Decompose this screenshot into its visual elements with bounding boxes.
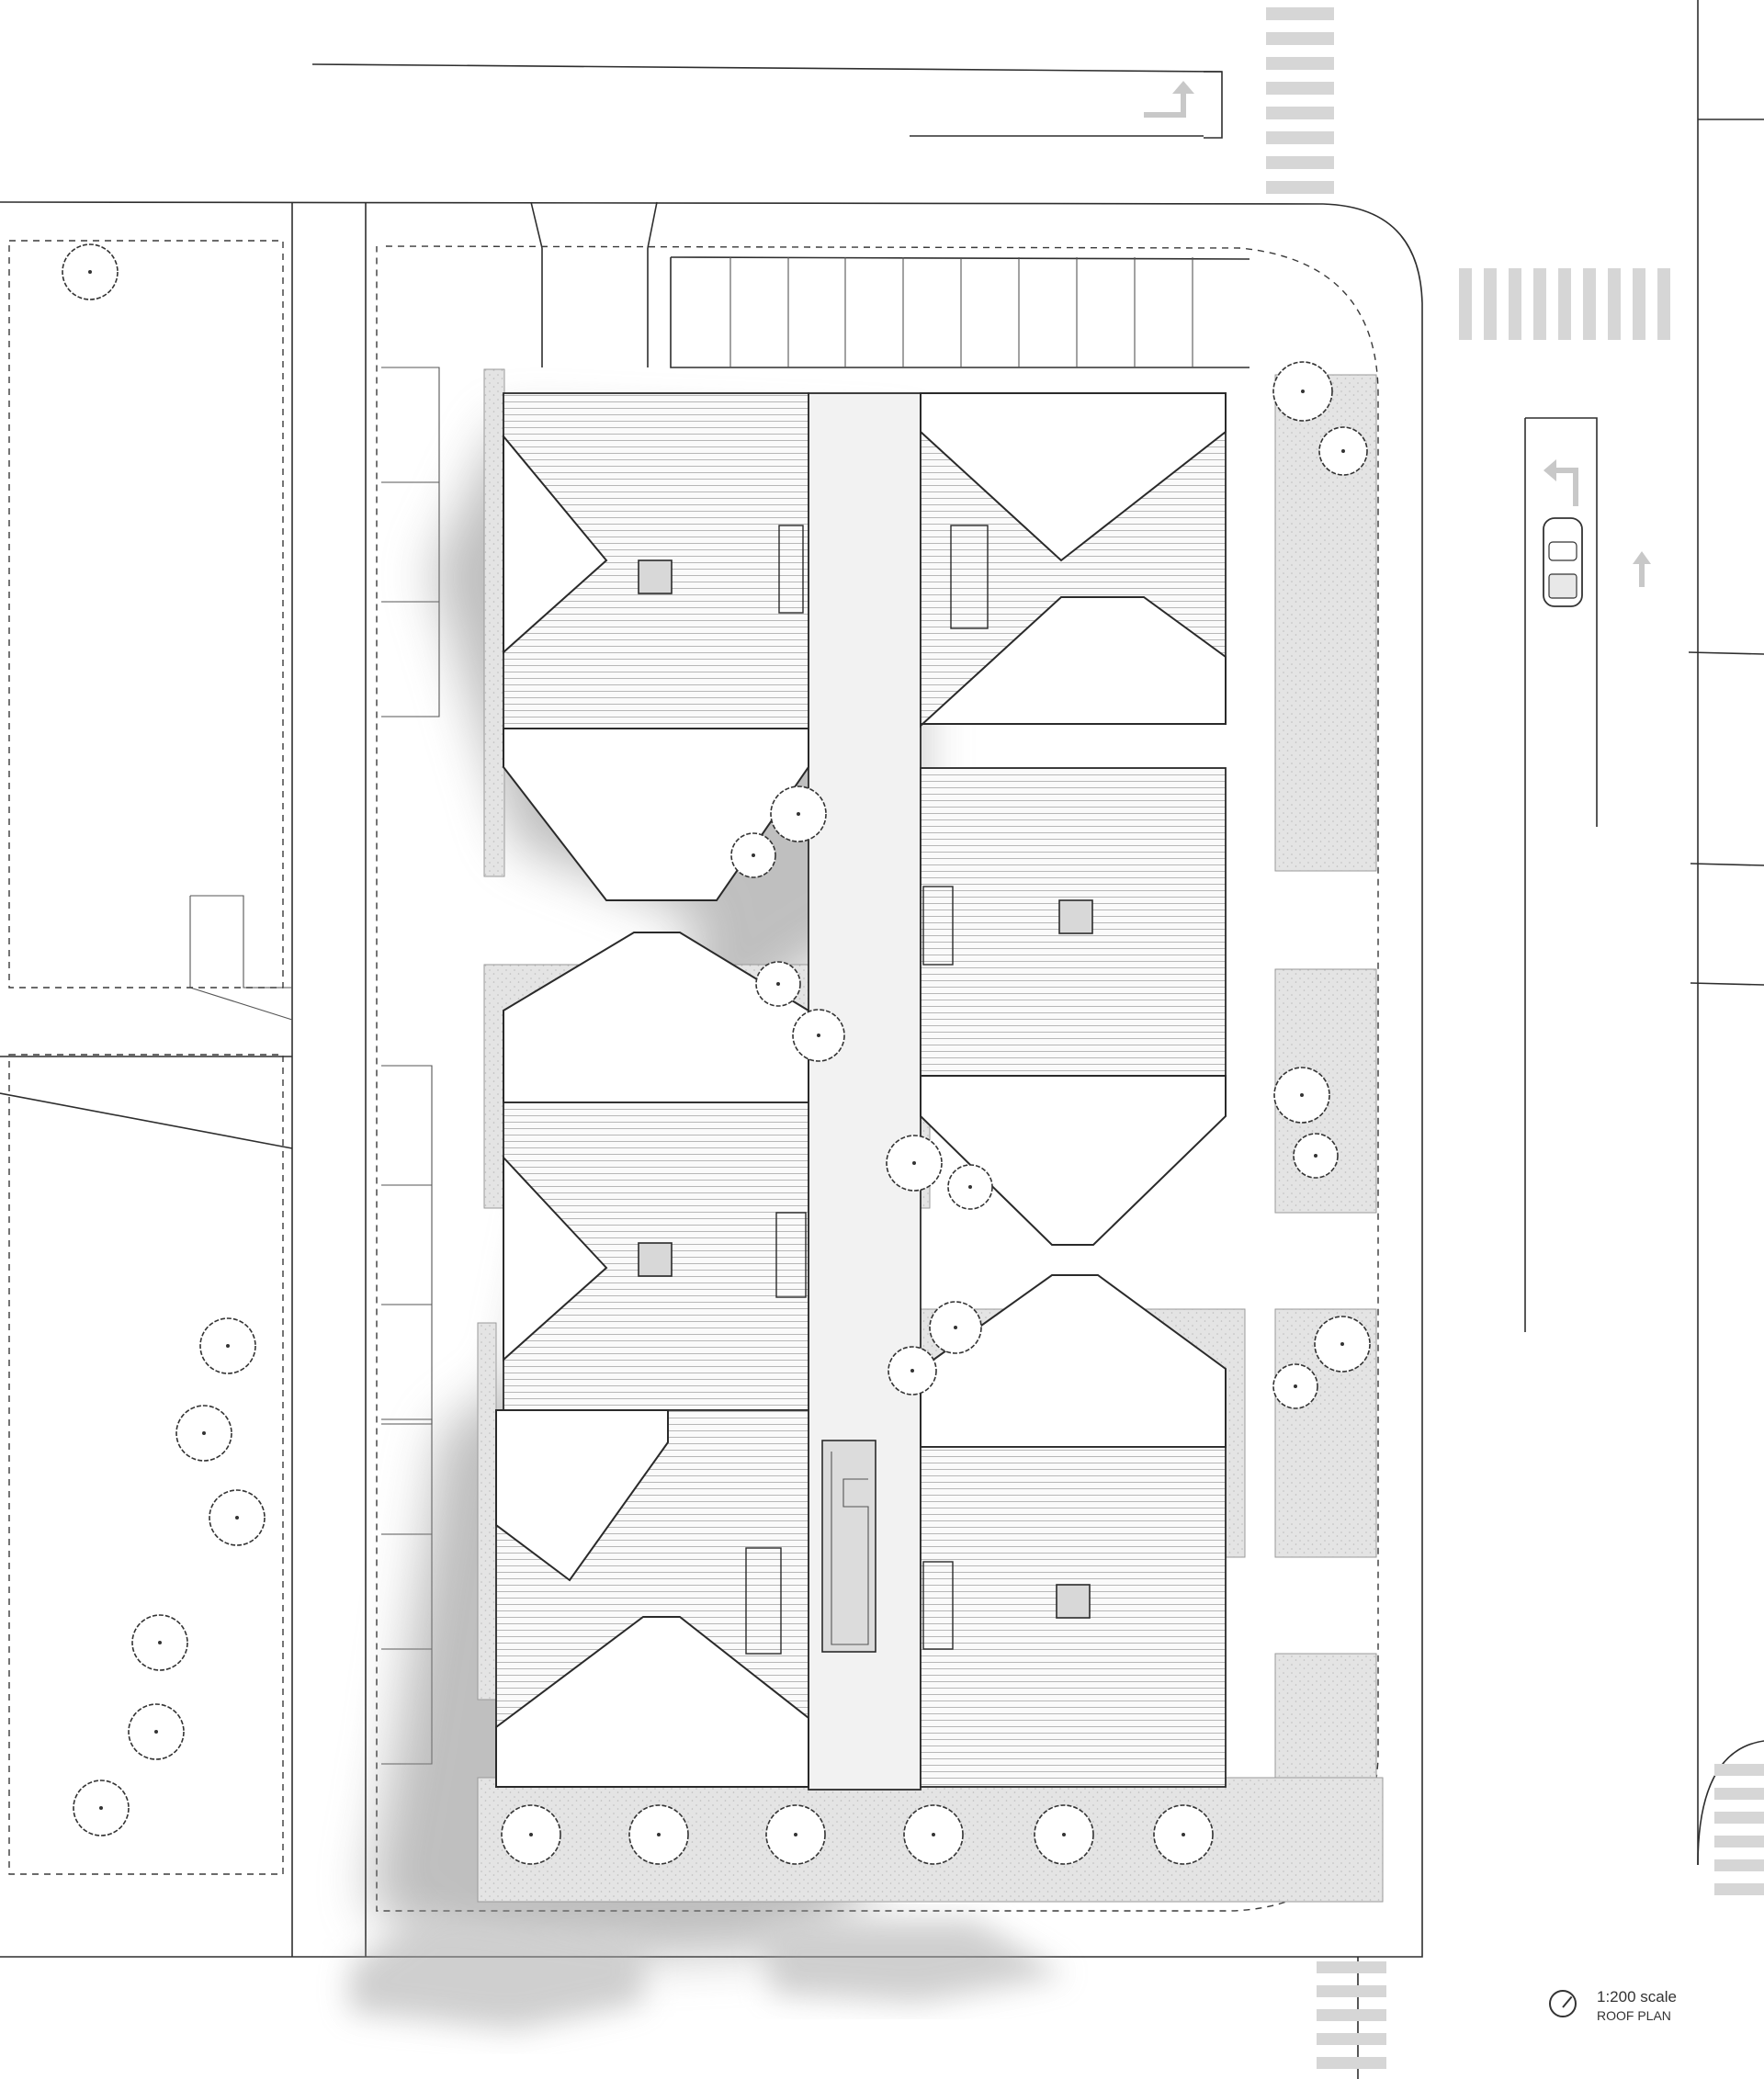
tree-trunk-dot (154, 1730, 158, 1734)
car-icon (1543, 517, 1583, 607)
turn-left-arrow-icon (1544, 459, 1578, 506)
tree-trunk-dot (99, 1806, 103, 1810)
tree-trunk-dot (794, 1833, 797, 1836)
tree-trunk-dot (912, 1161, 916, 1165)
tree-trunk-dot (968, 1185, 972, 1189)
roof-building-b (920, 392, 1227, 729)
roof-building-f (920, 1274, 1227, 1788)
crosswalk-bottom-right (1714, 1764, 1764, 1895)
tree-trunk-dot (1301, 390, 1305, 393)
tree-trunk-dot (235, 1516, 239, 1520)
crosswalk-right (1459, 268, 1670, 340)
parking-stalls (670, 256, 1250, 368)
tree-icon (62, 243, 1371, 1865)
roof-building-a (503, 392, 809, 901)
tree-trunk-dot (226, 1344, 230, 1348)
tree-trunk-dot (954, 1326, 957, 1329)
roof-building-e (495, 1409, 809, 1788)
tree-trunk-dot (529, 1833, 533, 1836)
tree-trunk-dot (932, 1833, 935, 1836)
straight-arrow-icon (1633, 551, 1651, 587)
tree-trunk-dot (202, 1431, 206, 1435)
tree-trunk-dot (1062, 1833, 1066, 1836)
tree-trunk-dot (158, 1641, 162, 1644)
property-lines (8, 240, 1379, 1912)
scale-label: 1:200 scale (1597, 1988, 1677, 2006)
roof-corridors (808, 392, 922, 1791)
tree-trunk-dot (910, 1369, 914, 1373)
drawing-legend: 1:200 scale ROOF PLAN (1549, 1986, 1751, 2028)
tree-trunk-dot (1341, 449, 1345, 453)
tree-trunk-dot (88, 270, 92, 274)
tree-trunk-dot (1314, 1154, 1317, 1158)
tree-trunk-dot (1300, 1093, 1304, 1097)
tree-trunk-dot (657, 1833, 661, 1836)
tree-trunk-dot (1182, 1833, 1185, 1836)
turn-left-arrow-icon (1144, 81, 1194, 118)
drawing-title: ROOF PLAN (1597, 2008, 1671, 2023)
roof-building-d (503, 932, 809, 1411)
roof-building-c (920, 767, 1227, 1246)
tree-trunk-dot (797, 812, 800, 816)
tree-trunk-dot (752, 853, 755, 857)
tree-trunk-dot (776, 982, 780, 986)
tree-trunk-dot (1340, 1342, 1344, 1346)
tree-trunk-dot (1294, 1384, 1297, 1388)
tree-trunk-dot (817, 1034, 820, 1037)
scale-circle-icon (1549, 1990, 1577, 2017)
crosswalk-bottom (1317, 1961, 1386, 2069)
crosswalk-top (1266, 7, 1334, 194)
